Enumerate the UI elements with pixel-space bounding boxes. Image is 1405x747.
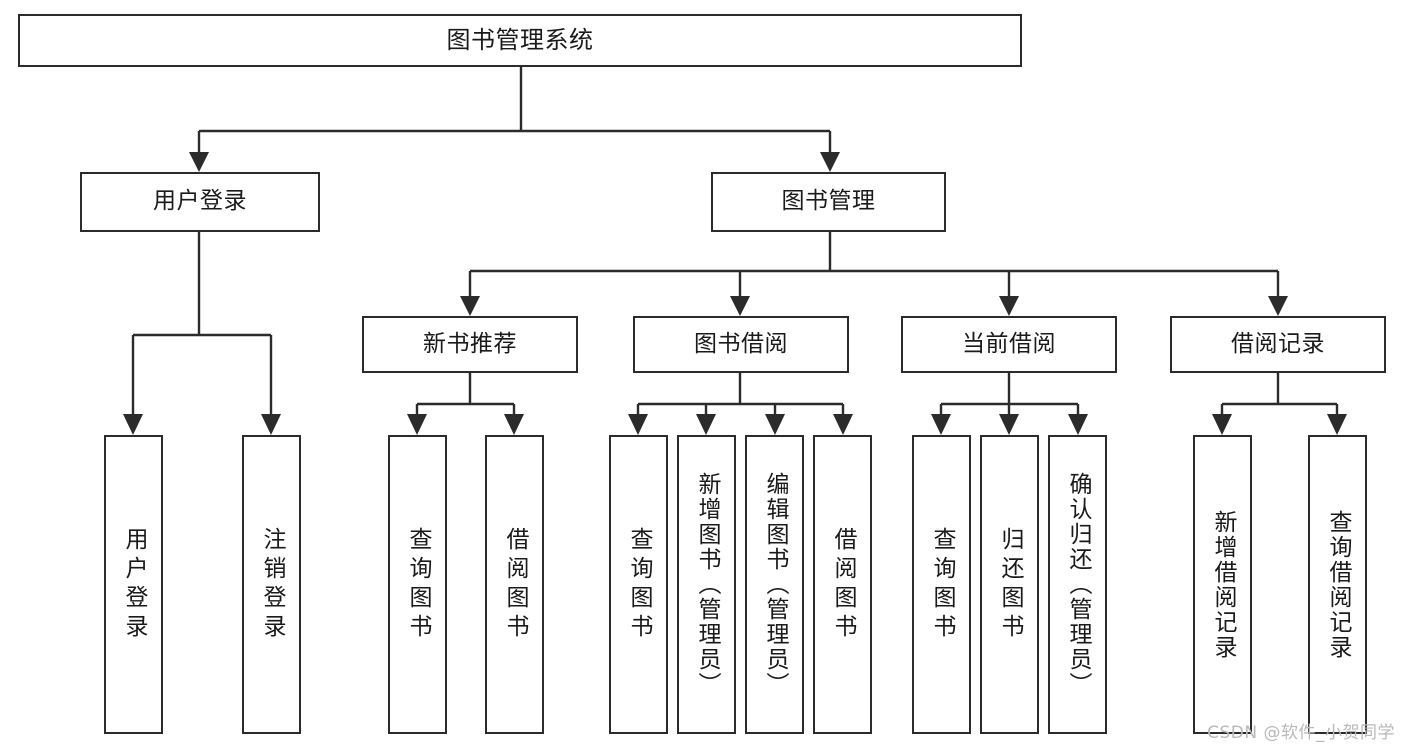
arrowhead-edit-book [765,414,785,435]
leaf-borrow-book-2-label: 借阅图书 [830,526,856,643]
leaf-add-book[interactable]: 新增图书（管理员） [677,435,736,734]
leaf-query-record-label: 查询借阅记录 [1325,509,1351,660]
arrowhead-borrow-record [1268,296,1288,316]
leaf-query-book-2-label: 查询图书 [626,526,652,643]
leaf-edit-book-label: 编辑图书（管理员） [762,472,788,697]
arrowhead-leaf-user-login [123,414,143,435]
arrowhead-current-borrow [999,296,1019,316]
leaf-return-book-label: 归还图书 [997,526,1023,643]
arrowhead-user-login [189,152,209,172]
arrowhead-return-book [999,414,1019,435]
leaf-confirm-return[interactable]: 确认归还（管理员） [1048,435,1107,734]
leaf-query-book-3-label: 查询图书 [929,526,955,643]
arrowhead-query-book-3 [931,414,951,435]
leaf-user-logout[interactable]: 注销登录 [242,435,301,734]
leaf-user-logout-label: 注销登录 [259,526,285,643]
leaf-confirm-return-label: 确认归还（管理员） [1065,472,1091,697]
arrowhead-book-management [820,152,840,172]
leaf-query-book-1-label: 查询图书 [405,526,431,643]
arrowhead-borrow-book-2 [833,414,853,435]
leaf-user-login-label: 用户登录 [121,526,147,643]
node-new-book-recommend[interactable]: 新书推荐 [362,316,578,373]
leaf-edit-book[interactable]: 编辑图书（管理员） [745,435,804,734]
arrowhead-borrow-book-1 [504,414,524,435]
leaf-add-record[interactable]: 新增借阅记录 [1193,435,1252,734]
arrowhead-confirm-return [1068,414,1088,435]
leaf-borrow-book-2[interactable]: 借阅图书 [813,435,872,734]
node-current-borrow[interactable]: 当前借阅 [901,316,1117,373]
node-user-login[interactable]: 用户登录 [80,172,320,232]
arrowhead-add-book [696,414,716,435]
leaf-query-book-2[interactable]: 查询图书 [609,435,668,734]
leaf-user-login[interactable]: 用户登录 [104,435,163,734]
leaf-add-record-label: 新增借阅记录 [1210,509,1236,660]
arrowhead-query-book-1 [407,414,427,435]
leaf-borrow-book-1-label: 借阅图书 [502,526,528,643]
leaf-query-book-1[interactable]: 查询图书 [388,435,447,734]
leaf-add-book-label: 新增图书（管理员） [694,472,720,697]
leaf-return-book[interactable]: 归还图书 [980,435,1039,734]
node-book-management-system[interactable]: 图书管理系统 [18,14,1022,67]
arrowhead-book-borrow [730,296,750,316]
leaf-query-book-3[interactable]: 查询图书 [912,435,971,734]
leaf-query-record[interactable]: 查询借阅记录 [1308,435,1367,734]
leaf-borrow-book-1[interactable]: 借阅图书 [485,435,544,734]
node-book-management[interactable]: 图书管理 [711,172,946,232]
arrowhead-query-record [1327,414,1347,435]
arrowhead-leaf-user-logout [261,414,281,435]
arrowhead-add-record [1212,414,1232,435]
node-borrow-record[interactable]: 借阅记录 [1170,316,1386,373]
arrowhead-new-book-recommend [460,296,480,316]
node-book-borrow[interactable]: 图书借阅 [633,316,849,373]
arrowhead-query-book-2 [628,414,648,435]
csdn-watermark: CSDN @软件_小贺同学 [1207,723,1395,743]
